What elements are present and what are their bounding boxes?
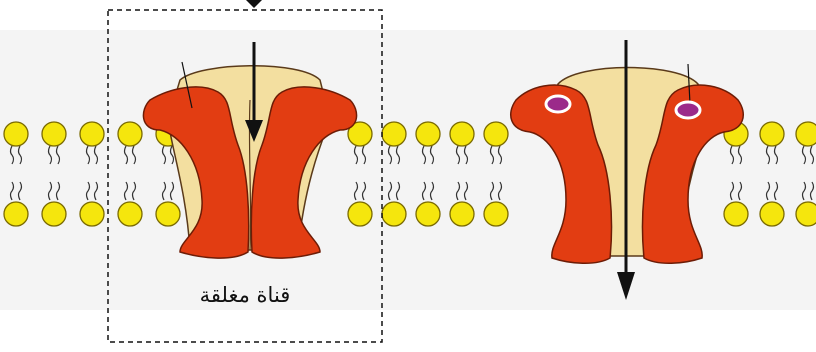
phospholipid-head-icon: [416, 202, 440, 226]
phospholipid-head-icon: [382, 122, 406, 146]
phospholipid-head-icon: [760, 122, 784, 146]
phospholipid-head-icon: [118, 122, 142, 146]
phospholipid-head-icon: [80, 122, 104, 146]
phospholipid-head-icon: [796, 202, 816, 226]
phospholipid-head-icon: [156, 202, 180, 226]
phospholipid-head-icon: [450, 202, 474, 226]
phospholipid-head-icon: [42, 202, 66, 226]
phospholipid-head-icon: [80, 202, 104, 226]
phospholipid-head-icon: [4, 122, 28, 146]
phospholipid-head-icon: [796, 122, 816, 146]
closed-channel-label: قناة مغلقة: [108, 283, 382, 307]
phospholipid-head-icon: [348, 202, 372, 226]
phospholipid-head-icon: [724, 202, 748, 226]
phospholipid-head-icon: [4, 202, 28, 226]
phospholipid-head-icon: [450, 122, 474, 146]
phospholipid-head-icon: [42, 122, 66, 146]
phospholipid-head-icon: [760, 202, 784, 226]
phospholipid-head-icon: [416, 122, 440, 146]
ligand-icon: [546, 96, 570, 112]
phospholipid-head-icon: [382, 202, 406, 226]
phospholipid-head-icon: [484, 122, 508, 146]
phospholipid-head-icon: [484, 202, 508, 226]
phospholipid-head-icon: [118, 202, 142, 226]
down-arrow-icon: [246, 0, 262, 8]
ligand-icon: [676, 102, 700, 118]
